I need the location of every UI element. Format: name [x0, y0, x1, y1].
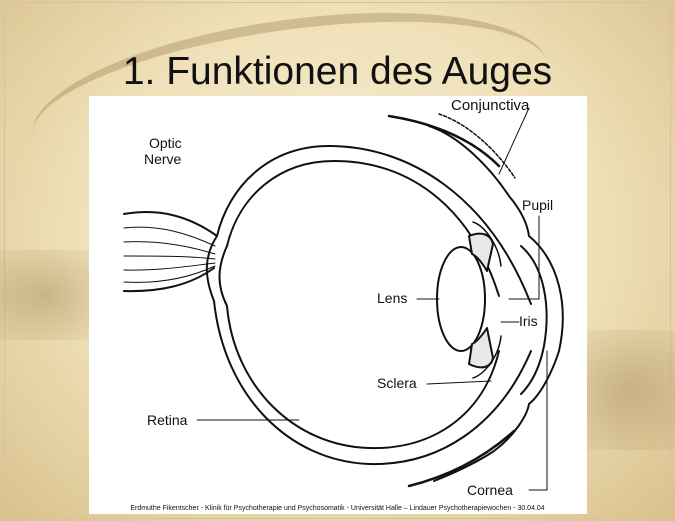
- label-conjunctiva: Conjunctiva: [451, 97, 530, 114]
- iris-upper: [469, 234, 493, 271]
- label-lens: Lens: [377, 290, 407, 306]
- label-retina: Retina: [147, 412, 188, 428]
- retina-inner-outline: [220, 161, 500, 448]
- label-pupil: Pupil: [522, 197, 553, 213]
- optic-nerve-top: [124, 212, 217, 236]
- slide-title: 1. Funktionen des Auges: [0, 50, 675, 94]
- label-optic-nerve-line1: Optic: [149, 135, 182, 151]
- label-cornea: Cornea: [467, 482, 513, 498]
- leader-conjunctiva: [499, 108, 529, 174]
- eye-diagram-panel: Conjunctiva Optic Nerve Pupil Lens Iris …: [89, 96, 587, 514]
- iris-lower: [469, 328, 493, 367]
- leader-sclera: [427, 381, 491, 384]
- label-sclera: Sclera: [377, 375, 417, 391]
- leader-cornea: [529, 351, 547, 490]
- label-optic-nerve-line2: Nerve: [144, 151, 182, 167]
- conjunctiva-lower: [434, 404, 529, 481]
- lens-shape: [437, 247, 485, 351]
- slide-footer: Erdmuthe Fikentscher - Klinik für Psycho…: [0, 505, 675, 512]
- eye-anatomy-diagram: Conjunctiva Optic Nerve Pupil Lens Iris …: [89, 96, 587, 514]
- conjunctiva-upper: [429, 126, 529, 236]
- label-iris: Iris: [519, 313, 538, 329]
